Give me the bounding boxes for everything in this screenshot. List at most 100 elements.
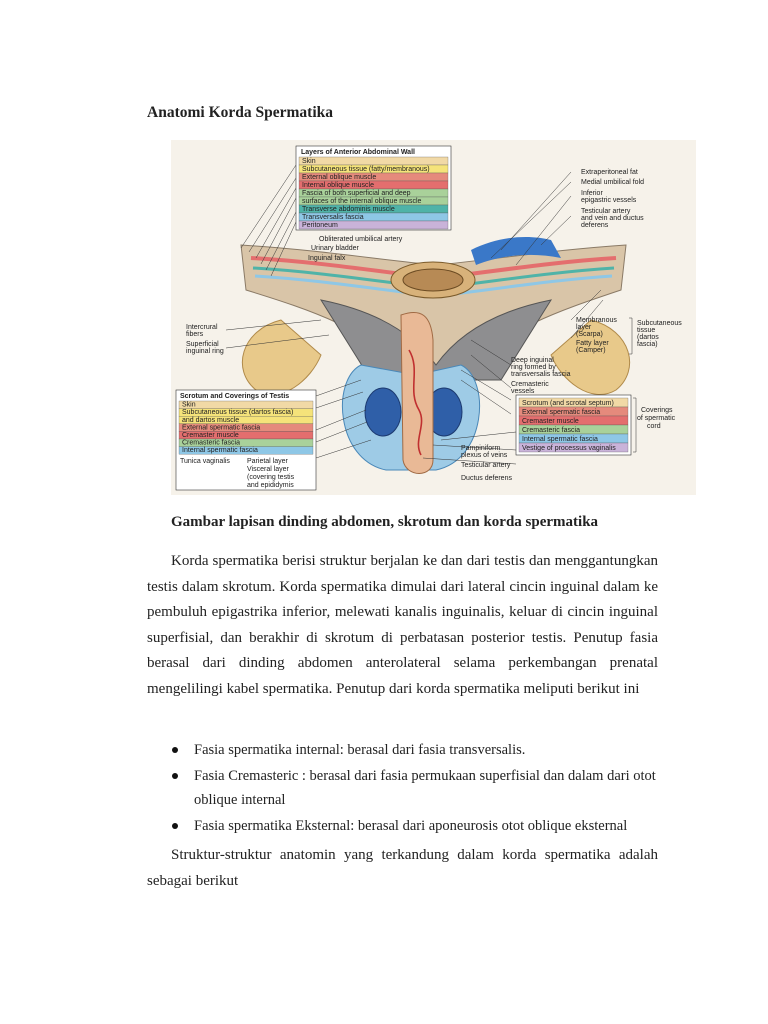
legend-row-label: External oblique muscle	[302, 174, 376, 181]
legend-box-scrotum: Scrotum and Coverings of Testis SkinSubc…	[175, 389, 317, 491]
legend-title: Layers of Anterior Abdominal Wall	[301, 149, 415, 156]
anatomy-illustration: Layers of Anterior Abdominal Wall SkinSu…	[175, 145, 682, 491]
group-label: Coverings	[641, 407, 673, 414]
legend-swatch	[298, 220, 449, 230]
annotation-label: vessels	[511, 388, 535, 395]
legend-row-label: Cremasteric fascia	[182, 440, 240, 447]
annotation-label: Superficial	[186, 341, 219, 348]
annotation-label: and vein and ductus	[581, 215, 644, 222]
left-testis-shape	[364, 387, 402, 437]
annotation-label: Testicular artery	[581, 208, 631, 215]
section-heading: Anatomi Korda Spermatika	[147, 104, 333, 121]
tunica-part-label: Parietal layer	[247, 458, 289, 465]
legend-row-label: Scrotum (and scrotal septum)	[522, 400, 614, 407]
legend-swatch	[178, 400, 314, 409]
annotation-label: Cremasteric	[511, 381, 549, 388]
legend-row-label: Internal spermatic fascia	[182, 447, 258, 454]
legend-row-label: surfaces of the internal oblique muscle	[302, 198, 422, 205]
tunica-label: Tunica vaginalis	[180, 458, 230, 465]
bullet-icon	[172, 773, 178, 779]
annotation-label: epigastric vessels	[581, 197, 637, 204]
legend-row-label: Transverse abdominis muscle	[302, 206, 395, 213]
legend-row-label: Transversalis fascia	[302, 214, 364, 221]
bladder-inner-shape	[402, 268, 464, 292]
list-item: Fasia spermatika Eksternal: berasal dari…	[170, 814, 660, 838]
legend-row-label: Cremaster muscle	[522, 418, 579, 425]
tunica-part-label: Visceral layer	[247, 466, 290, 473]
legend-row-label: Skin	[302, 158, 316, 165]
legend-row-label: External spermatic fascia	[182, 424, 260, 431]
annotation-label: (Camper)	[576, 347, 606, 354]
legend-row-label: External spermatic fascia	[522, 409, 600, 416]
annotation-label: Pampiniform	[461, 445, 500, 452]
vessel-shape	[471, 237, 561, 265]
legend-row-label: Cremasteric fascia	[522, 427, 580, 434]
legend-row-label: Peritoneum	[302, 222, 338, 229]
list-item: Fasia spermatika internal: berasal dari …	[170, 738, 660, 762]
legend-swatch	[178, 446, 314, 455]
annotation-label: Inferior	[581, 190, 603, 197]
annotation-label: fibers	[186, 331, 204, 338]
penile-vessel-line	[408, 349, 423, 456]
annotation-label: fascia)	[637, 341, 658, 348]
legend-row-label: Subcutaneous tissue (dartos fascia)	[182, 409, 293, 416]
annotation-label: transversalis fascia	[511, 371, 571, 378]
legend-row-label: Fascia of both superficial and deep	[302, 190, 411, 197]
annotation-label: Fatty layer	[576, 340, 609, 347]
annotation-label: inguinal ring	[186, 348, 224, 355]
annotation-label: Obliterated umbilical artery	[319, 236, 403, 243]
annotation-label: Intercrural	[186, 324, 218, 331]
left-thigh-shape	[241, 319, 322, 396]
bracket-line	[629, 317, 633, 355]
annotation-label: ring formed by	[511, 364, 556, 371]
list-item-text: Fasia spermatika internal: berasal dari …	[194, 742, 526, 758]
annotation-label: Subcutaneous	[637, 320, 682, 327]
legend-row-label: Cremaster muscle	[182, 432, 239, 439]
annotation-label: Urinary bladder	[311, 245, 360, 252]
annotation-label: Testicular artery	[461, 462, 511, 469]
legend-box-abdominal-wall: Layers of Anterior Abdominal Wall SkinSu…	[295, 145, 452, 231]
legend-row-label: Internal oblique muscle	[302, 182, 374, 189]
tunica-part-label: and epididymis	[247, 482, 294, 489]
legend-row-label: Skin	[182, 402, 196, 409]
annotation-label: (dartos	[637, 334, 659, 341]
bullet-icon	[172, 747, 178, 753]
penis-shape	[400, 311, 434, 474]
legend-row-label: Internal spermatic fascia	[522, 436, 598, 443]
annotation-label: layer	[576, 324, 592, 331]
annotation-label: tissue	[637, 327, 655, 334]
legend-row-label: Subcutaneous tissue (fatty/membranous)	[302, 166, 430, 173]
tunica-part-label: (covering testis	[247, 474, 295, 481]
annotation-label: Inguinal falx	[308, 255, 346, 262]
list-item: Fasia Cremasteric : berasal dari fasia p…	[170, 764, 660, 812]
annotation-label: Extraperitoneal fat	[581, 169, 638, 176]
legend-swatch	[518, 442, 629, 453]
annotation-label: Medial umbilical fold	[581, 179, 644, 186]
legend-swatch	[298, 156, 449, 166]
bullet-list: Fasia spermatika internal: berasal dari …	[170, 738, 660, 840]
leader-lines	[225, 164, 604, 465]
inner-cone-shape	[319, 299, 553, 381]
legend-box-spermatic-cord: Scrotum (and scrotal septum) External spe…	[515, 394, 676, 456]
legend-title: Scrotum and Coverings of Testis	[180, 393, 289, 400]
legend-row-label: Vestige of processus vaginalis	[522, 445, 616, 452]
list-item-text: Fasia spermatika Eksternal: berasal dari…	[194, 818, 628, 834]
legend-row-label: and dartos muscle	[182, 417, 239, 424]
annotation-label: Ductus deferens	[461, 475, 512, 482]
body-paragraph: Struktur-struktur anatomin yang terkandu…	[147, 847, 658, 889]
list-item-text: Fasia Cremasteric : berasal dari fasia p…	[194, 768, 656, 808]
annotation-label: plexus of veins	[461, 452, 508, 459]
group-label: of spermatic	[637, 415, 676, 422]
annotation-label: deferens	[581, 222, 609, 229]
group-label: cord	[647, 423, 661, 430]
bullet-icon	[172, 823, 178, 829]
annotation-label: Deep inguinal	[511, 357, 554, 364]
figure-caption: Gambar lapisan dinding abdomen, skrotum …	[171, 514, 599, 530]
body-paragraph: Korda spermatika berisi struktur berjala…	[147, 553, 658, 697]
right-thigh-shape	[550, 319, 631, 396]
annotation-label: (Scarpa)	[576, 331, 603, 338]
annotation-label: Membranous	[576, 317, 617, 324]
figure-labels: Extraperitoneal fat Medial umbilical fol…	[186, 169, 682, 482]
